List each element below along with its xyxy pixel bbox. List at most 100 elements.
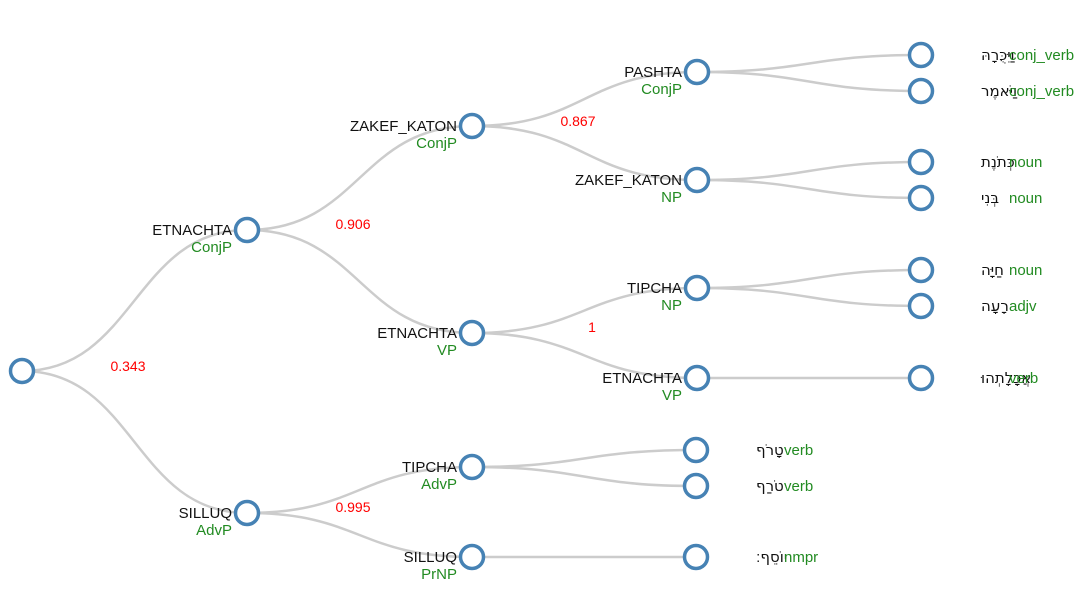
leaf-word: חַיָּה: [981, 261, 1004, 279]
node-circle[interactable]: [458, 319, 486, 347]
node-category: NP: [661, 189, 682, 206]
node-circle[interactable]: [458, 112, 486, 140]
tree-link-w5: [696, 268, 922, 290]
tree-link-w9: [471, 465, 697, 488]
leaf-word: אֲכָלָתְהוּ: [981, 369, 1032, 387]
leaf-node-w1[interactable]: וַיִּכֻּרָהּconj_verb: [907, 41, 1075, 69]
edge-weight-root: 0.343: [110, 358, 145, 374]
node-category: AdvP: [196, 522, 232, 539]
node-category: PrNP: [421, 566, 457, 583]
leaf-pos: conj_verb: [1009, 83, 1074, 100]
node-label: ETNACHTA: [377, 325, 457, 342]
leaf-word: וַיֹּאמֶר: [981, 82, 1017, 100]
tree-link-n_silluq_advp: [21, 369, 248, 515]
leaf-word: רָעָה: [981, 297, 1009, 315]
edge-weight-n_silluq_advp: 0.995: [335, 499, 370, 515]
node-label: PASHTA: [624, 64, 682, 81]
node-circle[interactable]: [233, 216, 261, 244]
leaf-pos: noun: [1009, 190, 1042, 207]
tree-nodes: וַיִּכֻּרָהּconj_verbוַיֹּאמֶרconj_verbP…: [8, 41, 1075, 584]
node-circle[interactable]: [683, 364, 711, 392]
node-label: ZAKEF_KATON: [575, 172, 682, 189]
node-circle[interactable]: [907, 364, 935, 392]
node-label: ZAKEF_KATON: [350, 118, 457, 135]
tree-link-n_etnachta_conjp: [21, 228, 248, 373]
leaf-pos: verb: [784, 478, 813, 495]
node-circle[interactable]: [682, 543, 710, 571]
tree-link-n_zakef_np: [471, 124, 698, 182]
node-label: ETNACHTA: [602, 370, 682, 387]
node-category: ConjP: [641, 81, 682, 98]
tree-link-n_tipcha_np: [471, 286, 698, 335]
node-circle[interactable]: [458, 453, 486, 481]
tree-link-w2: [696, 70, 922, 93]
tree-link-n_zakef_conjp: [246, 124, 473, 232]
node-circle[interactable]: [907, 256, 935, 284]
tree-link-n_etnachta_vp: [246, 228, 473, 335]
tree-link-w3: [696, 160, 922, 182]
tree-link-n_silluq_prnp: [246, 511, 473, 559]
node-circle[interactable]: [682, 436, 710, 464]
leaf-word: בְּנִי: [981, 189, 999, 207]
node-circle[interactable]: [907, 41, 935, 69]
node-category: NP: [661, 297, 682, 314]
node-category: AdvP: [421, 476, 457, 493]
node-circle[interactable]: [683, 274, 711, 302]
leaf-word: וַיִּכֻּרָהּ: [981, 46, 1015, 64]
node-label: SILLUQ: [179, 505, 232, 522]
leaf-pos: nmpr: [784, 549, 818, 566]
leaf-pos: adjv: [1009, 298, 1037, 315]
node-circle[interactable]: [907, 148, 935, 176]
node-circle[interactable]: [682, 472, 710, 500]
tree-link-w1: [696, 53, 922, 74]
node-circle[interactable]: [8, 357, 36, 385]
edge-weight-n_etnachta_conjp: 0.906: [335, 216, 370, 232]
leaf-pos: verb: [1009, 370, 1038, 387]
node-label: TIPCHA: [402, 459, 457, 476]
node-circle[interactable]: [458, 543, 486, 571]
tree-link-w6: [696, 286, 922, 308]
node-label: TIPCHA: [627, 280, 682, 297]
node-circle[interactable]: [233, 499, 261, 527]
node-circle[interactable]: [907, 292, 935, 320]
leaf-node-w10[interactable]: יוֹסֵף׃nmpr: [682, 543, 819, 571]
node-circle[interactable]: [907, 77, 935, 105]
node-circle[interactable]: [683, 166, 711, 194]
node-category: VP: [662, 387, 682, 404]
leaf-word: טֹרַף: [756, 477, 784, 495]
node-category: ConjP: [416, 135, 457, 152]
leaf-word: כְּתֹנֶת: [981, 153, 1015, 171]
leaf-node-w7[interactable]: אֲכָלָתְהוּverb: [907, 364, 1039, 392]
leaf-word: טָרֹף: [756, 441, 784, 459]
leaf-node-w4[interactable]: בְּנִי noun: [907, 184, 1043, 212]
node-label: SILLUQ: [404, 549, 457, 566]
tree-links: [21, 53, 922, 559]
tree-link-n_etnachta_vp2: [471, 331, 698, 380]
node-circle[interactable]: [907, 184, 935, 212]
edge-weight-n_etnachta_vp: 1: [588, 319, 596, 335]
leaf-word: יוֹסֵף׃: [756, 548, 787, 566]
node-category: VP: [437, 342, 457, 359]
leaf-node-w5[interactable]: חַיָּה noun: [907, 256, 1043, 284]
root-node[interactable]: [8, 357, 36, 385]
leaf-pos: conj_verb: [1009, 47, 1074, 64]
node-circle[interactable]: [683, 58, 711, 86]
leaf-pos: noun: [1009, 262, 1042, 279]
tree-link-n_tipcha_advp: [246, 465, 473, 515]
